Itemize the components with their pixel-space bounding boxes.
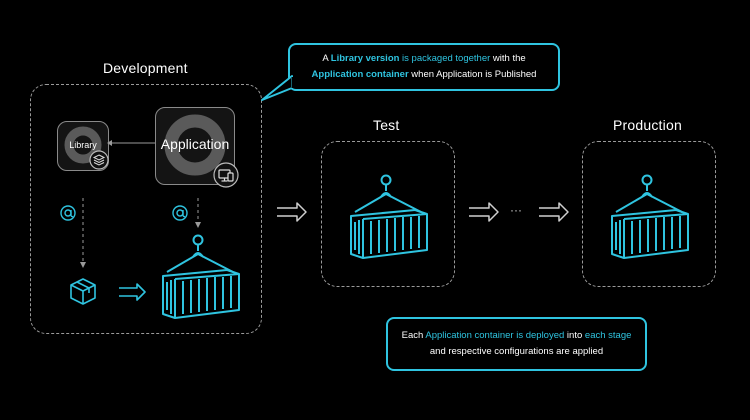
bottom-callout-line-2: and respective configurations are applie…: [429, 346, 604, 357]
bottom-callout-line-1: Each Application container is deployed i…: [388, 328, 645, 344]
development-stage-box: [30, 84, 262, 334]
double-arrow-icon: [539, 202, 569, 222]
at-sign-icon: [172, 205, 188, 221]
bottom-callout: Each Application container is deployed i…: [386, 317, 647, 371]
callout-text: Each: [401, 330, 426, 341]
container-icon: [350, 174, 428, 259]
layers-icon: [89, 150, 109, 170]
library-ring: [64, 126, 102, 164]
container-icon: [611, 174, 689, 259]
test-stage-box: [321, 141, 455, 287]
stage-title-production: Production: [613, 117, 682, 133]
callout-highlight-packaged: is packaged together: [399, 53, 491, 64]
top-callout-line-1: A Library version is packaged together w…: [290, 51, 558, 67]
container-icon: [162, 234, 240, 319]
library-tile: Library: [57, 121, 109, 171]
callout-highlight-library-version: Library version: [330, 53, 400, 64]
callout-text: with the: [490, 53, 526, 64]
application-label: Application: [160, 136, 230, 152]
double-arrow-icon: [469, 202, 499, 222]
package-box-icon: [70, 278, 96, 305]
callout-text: into: [564, 330, 585, 341]
library-label: Library: [69, 140, 97, 150]
application-tile: Application: [155, 107, 235, 185]
callout-text: when Application is Published: [408, 69, 537, 80]
double-arrow-icon: [277, 202, 307, 222]
at-sign-icon: [60, 205, 76, 221]
double-arrow-icon: [119, 283, 146, 301]
top-callout-line-2: Application container when Application i…: [290, 67, 558, 83]
monitor-phone-icon: [213, 162, 239, 188]
top-callout: A Library version is packaged together w…: [288, 43, 560, 91]
callout-text: A: [322, 53, 331, 64]
stage-title-test: Test: [373, 117, 400, 133]
callout-highlight-each-stage: each stage: [584, 330, 632, 341]
stage-title-development: Development: [103, 60, 188, 76]
ellipsis: ···: [510, 203, 522, 217]
callout-highlight-application-container: Application container: [311, 69, 409, 80]
callout-highlight-container-deployed: Application container is deployed: [425, 330, 565, 341]
application-ring: [164, 114, 226, 176]
production-stage-box: [582, 141, 716, 287]
